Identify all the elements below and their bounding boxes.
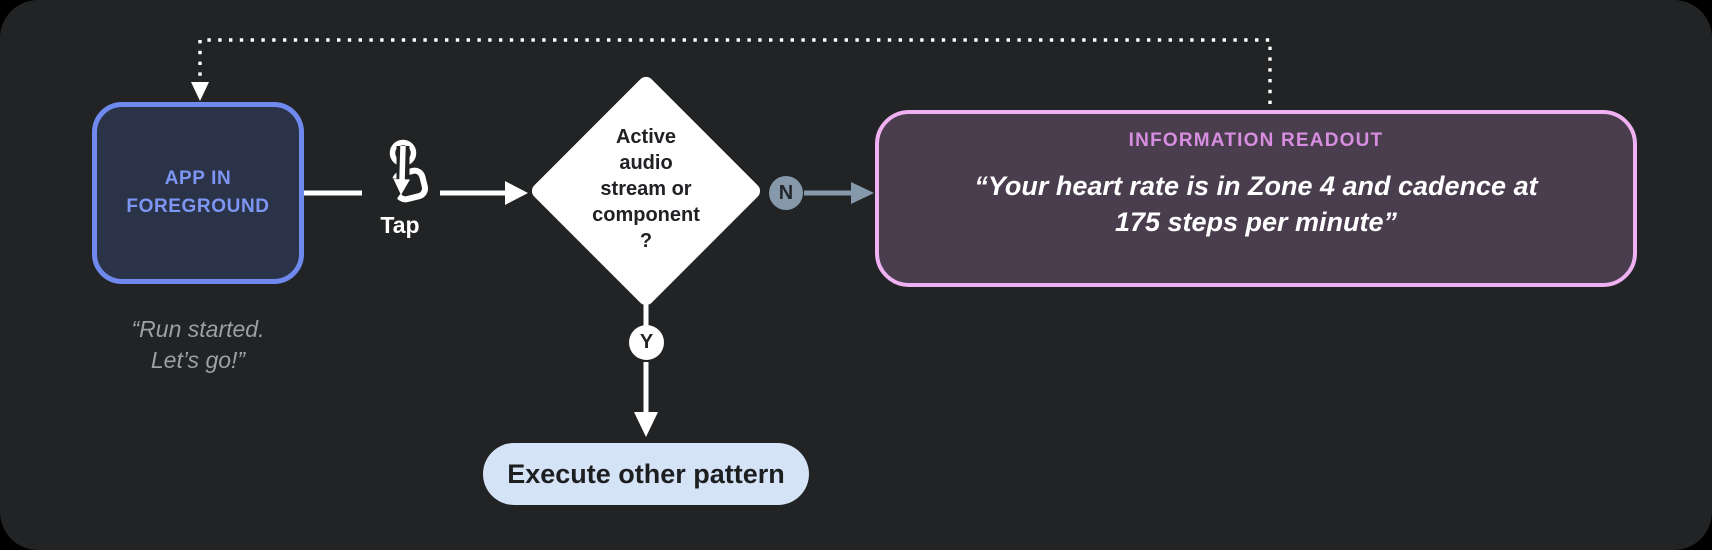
readout-quote-line1: “Your heart rate is in Zone 4 and cadenc…: [974, 171, 1538, 201]
app-voice-caption: “Run started. Let’s go!”: [78, 314, 318, 376]
app-label-line2: FOREGROUND: [126, 196, 270, 217]
caption-line1: “Run started.: [131, 316, 265, 342]
yes-to-execute-arrowhead-icon: [634, 412, 658, 437]
feedback-dotted-connector: [198, 38, 1272, 104]
decision-diamond-text: Active audio stream or component ?: [546, 124, 746, 254]
information-readout-title: INFORMATION READOUT: [1128, 130, 1384, 151]
caption-line2: Let’s go!”: [150, 347, 246, 373]
tap-to-diamond-arrowhead-icon: [505, 181, 528, 205]
decision-line3: stream or: [600, 178, 692, 200]
execute-other-pattern-node: Execute other pattern: [483, 443, 809, 505]
app-label-line1: APP IN: [164, 168, 232, 189]
tap-label: Tap: [380, 212, 420, 238]
app-in-foreground-label: APP IN FOREGROUND: [126, 165, 269, 221]
decision-line5: ?: [639, 230, 653, 252]
information-readout-quote: “Your heart rate is in Zone 4 and cadenc…: [974, 168, 1537, 240]
readout-quote-line2: 175 steps per minute”: [1114, 207, 1398, 237]
decision-line2: audio: [619, 152, 673, 174]
decision-line4: component: [592, 204, 700, 226]
decision-line1: Active: [615, 126, 677, 148]
no-to-readout-arrowhead-icon: [851, 182, 874, 204]
yes-branch-badge: Y: [629, 325, 664, 360]
tap-gesture-icon: [388, 139, 429, 203]
feedback-arrowhead-icon: [191, 82, 209, 101]
app-in-foreground-node: APP IN FOREGROUND: [92, 102, 304, 284]
information-readout-node: INFORMATION READOUT “Your heart rate is …: [875, 110, 1637, 287]
no-branch-badge: N: [769, 176, 803, 210]
